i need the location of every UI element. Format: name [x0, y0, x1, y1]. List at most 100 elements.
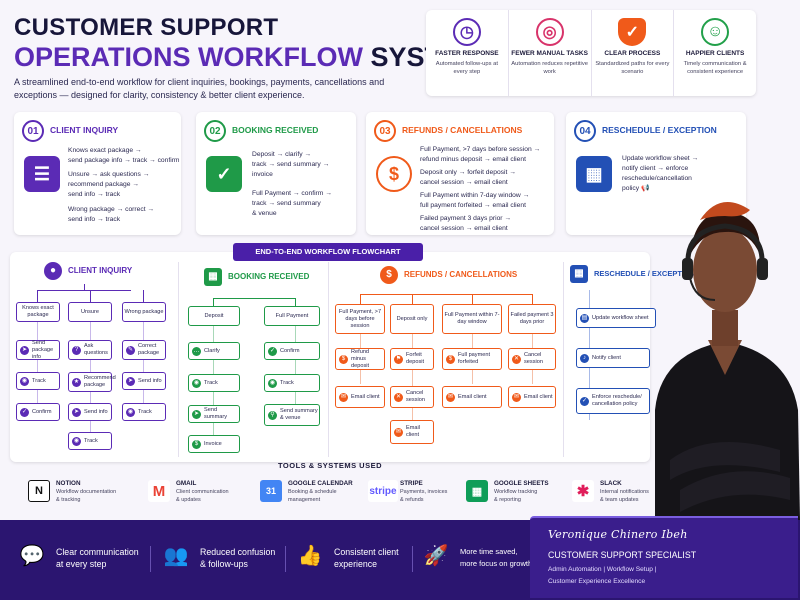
card-line: Full Payment within 7-day window → — [420, 192, 530, 199]
tool-desc-line: Payments, invoices — [400, 489, 448, 495]
column-divider — [563, 262, 564, 457]
node-label: Full payment forfeited — [458, 352, 491, 365]
node-label: Cancel session — [406, 390, 425, 403]
flow-node: ✎Correct package — [122, 340, 166, 360]
profile-role: CUSTOMER SUPPORT SPECIALIST — [548, 550, 697, 560]
intro-text: A streamlined end-to-end workflow for cl… — [14, 77, 385, 100]
footer-line: Reduced confusion — [200, 547, 276, 557]
tool-name: STRIPE — [400, 480, 423, 487]
footer-line: more focus on growth — [460, 559, 533, 568]
node-label: Send summary — [204, 407, 227, 420]
profile-card: Veronique Chinero Ibeh CUSTOMER SUPPORT … — [530, 516, 798, 598]
flow-node: ✓Enforce reschedule/ cancellation policy — [576, 388, 650, 414]
cancel-icon: ✕ — [394, 392, 403, 402]
footer-line: & follow-ups — [200, 559, 248, 569]
card-number: 01 — [22, 120, 44, 142]
node-label: Track — [280, 379, 294, 386]
card-line: Failed payment 3 days prior → — [420, 215, 512, 222]
footer-text: Reduced confusion & follow-ups — [200, 546, 275, 570]
flow-col-title-booking: ▦BOOKING RECEIVED — [204, 268, 309, 286]
flow-col-title-inquiry: ●CLIENT INQUIRY — [44, 262, 132, 280]
col-title-text: RESCHEDULE / EXCEPTION — [594, 268, 696, 278]
mail-icon: ✉ — [446, 392, 455, 402]
footer-separator — [150, 546, 151, 572]
flow-refund-branch-3: Full Payment within 7-day window — [442, 304, 502, 334]
node-label: Send package info — [32, 339, 54, 360]
eye-icon: ◉ — [268, 378, 277, 388]
card-line: cancel session → email client — [420, 179, 508, 186]
tool-name: NOTION — [56, 480, 81, 487]
connector — [532, 294, 533, 304]
connector — [360, 294, 361, 304]
card-line: Full Payment, >7 days before session → — [420, 146, 541, 153]
tool-name: GMAIL — [176, 480, 197, 487]
flow-inquiry-branch-1: Knows exact package — [16, 302, 60, 322]
card-line: recommend package → — [68, 181, 139, 188]
flow-refund-branch-1: Full Payment, >7 days before session — [335, 304, 385, 334]
col-title-text: REFUNDS / CANCELLATIONS — [404, 270, 518, 280]
document-icon: ▤ — [580, 313, 589, 323]
node-label: Email client — [458, 393, 487, 400]
flow-node: ✉Email client — [335, 386, 385, 408]
connector — [37, 290, 131, 291]
gmail-icon: M — [148, 480, 170, 502]
send-icon: ➤ — [20, 345, 29, 355]
flow-booking-branch-deposit: Deposit — [188, 306, 240, 326]
card-line: Unsure → ask questions → — [68, 171, 150, 178]
benefit-fewer-manual-tasks: ◎ FEWER MANUAL TASKS Automation reduces … — [509, 10, 592, 96]
footer-line: at every step — [56, 559, 107, 569]
refund-icon: $ — [380, 266, 398, 284]
tool-desc-line: Internal notifications — [600, 489, 649, 495]
tool-desc-line: & refunds — [400, 496, 424, 503]
connector — [213, 298, 295, 299]
title-accent: OPERATIONS WORKFLOW — [14, 42, 363, 72]
page-title-line2: OPERATIONS WORKFLOW SYSTEM — [14, 42, 482, 73]
connector — [143, 322, 144, 412]
card-title: RESCHEDULE / EXCEPTION — [602, 125, 717, 135]
flow-node: ▤Update workflow sheet — [576, 308, 656, 328]
flow-col-title-refunds: $ REFUNDS / CANCELLATIONS — [380, 266, 517, 284]
refund-cycle-icon: $ — [376, 156, 412, 192]
question-icon: ? — [72, 345, 81, 355]
card-number: 03 — [374, 120, 396, 142]
flow-node: ➤Send summary — [188, 405, 240, 423]
node-label: Track — [204, 379, 218, 386]
benefit-faster-response: ◷ FASTER RESPONSE Automated follow-ups a… — [426, 10, 509, 96]
chat-bubble-icon: ☰ — [24, 156, 60, 192]
flow-node: ◉Track — [122, 403, 166, 421]
tool-name: GOOGLE CALENDAR — [288, 480, 353, 487]
mail-icon: ✉ — [394, 427, 403, 437]
flow-booking-branch-full-payment: Full Payment — [264, 306, 320, 326]
node-label: Refund minus deposit — [351, 348, 370, 369]
dollar-icon: $ — [446, 354, 455, 364]
connector — [360, 294, 532, 295]
flow-node: ?Ask questions — [68, 340, 112, 360]
card-line: full payment forfeited → email client — [420, 202, 526, 209]
node-label: Cancel session — [524, 352, 543, 365]
node-label: Enforce reschedule/ cancellation policy — [592, 394, 642, 407]
footer-separator — [412, 546, 413, 572]
shield-icon: ✓ — [580, 396, 589, 406]
calendar-clock-icon: ▦ — [576, 156, 612, 192]
tool-desc: Workflow documentation& tracking — [56, 489, 116, 504]
tools-section: TOOLS & SYSTEMS USED N NOTION Workflow d… — [10, 461, 650, 518]
card-title: CLIENT INQUIRY — [50, 125, 119, 135]
google-calendar-icon: 31 — [260, 480, 282, 502]
flow-inquiry-branch-2: Unsure — [68, 302, 112, 322]
tool-desc-line: Workflow tracking — [494, 489, 538, 495]
node-label: Send info — [84, 408, 108, 415]
location-pin-icon: ⚲ — [268, 410, 277, 420]
card-line: send info → track — [68, 191, 121, 198]
card-line: notify client → enforce — [622, 165, 689, 172]
google-sheets-icon: ▦ — [466, 480, 488, 502]
card-line: Wrong package → correct → — [68, 206, 155, 213]
node-label: Notify client — [592, 354, 621, 361]
card-number: 04 — [574, 120, 596, 142]
flow-node: ➤Send info — [122, 372, 166, 390]
benefit-sub: Timely communication & consistent experi… — [683, 61, 747, 75]
flow-refund-branch-4: Failed payment 3 days prior — [508, 304, 556, 334]
card-line: & venue — [252, 210, 277, 217]
flow-node: ⚑Forfeit deposit — [390, 348, 434, 370]
clock-icon: ◷ — [452, 18, 481, 46]
benefit-title: CLEAR PROCESS — [604, 50, 661, 57]
